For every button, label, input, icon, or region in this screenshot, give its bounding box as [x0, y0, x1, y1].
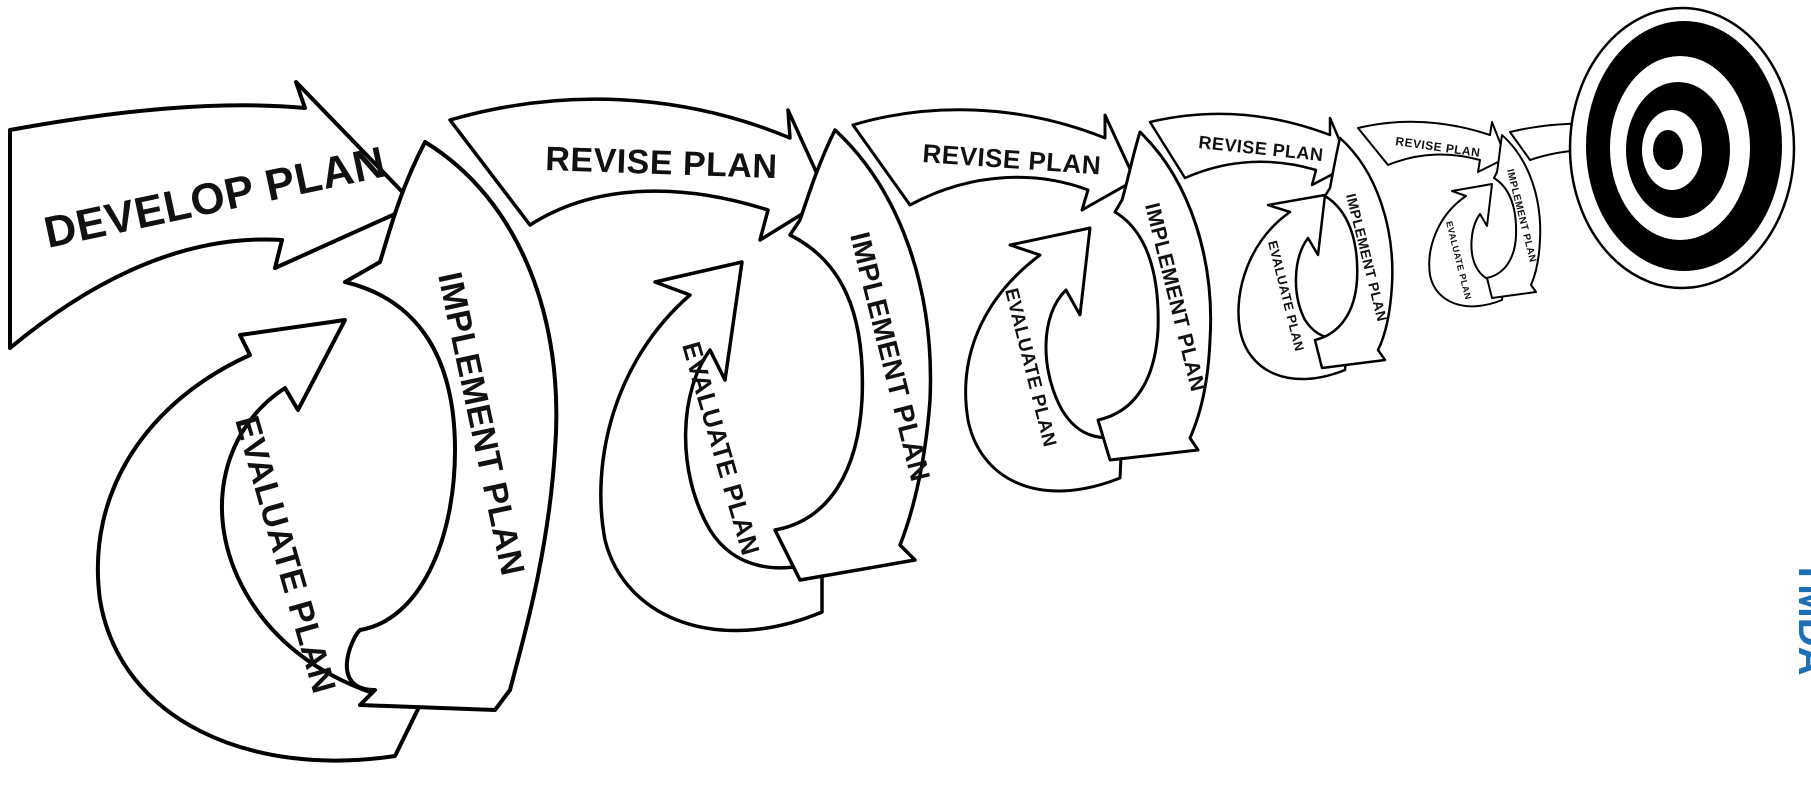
implement-plan-arrow-1 — [343, 140, 559, 712]
evaluate-plan-arrow-4 — [1237, 193, 1350, 381]
evaluate-plan-arrow-2 — [599, 260, 824, 633]
implement-plan-arrow-5 — [1486, 134, 1542, 299]
edge-watermark-label: TMDA — [1797, 560, 1811, 676]
revise-plan-arrow-1 — [448, 97, 830, 242]
implement-plan-arrow-3 — [1096, 130, 1213, 462]
revise-plan-arrow-4 — [1357, 120, 1507, 173]
edge-watermark-text: TMDA — [1797, 560, 1811, 808]
cycle-5: REVISE PLAN EVALUATE PLAN IMPLEMENT PLAN — [1357, 120, 1542, 308]
revise-plan-arrow-2 — [851, 108, 1137, 212]
cycle-3: REVISE PLAN EVALUATE PLAN IMPLEMENT PLAN — [851, 108, 1213, 493]
develop-plan-arrow — [8, 80, 417, 350]
revise-plan-label-1: REVISE PLAN — [545, 140, 778, 186]
evaluate-plan-arrow-1 — [95, 318, 422, 763]
evaluate-plan-arrow-3 — [964, 226, 1124, 493]
implement-plan-arrow-2 — [773, 128, 933, 582]
implement-plan-arrow-4 — [1313, 136, 1394, 370]
target-bullseye — [1568, 6, 1796, 290]
evaluate-plan-arrow-5 — [1428, 183, 1505, 308]
cycle-1: DEVELOP PLAN EVALUATE PLAN IMPLEMENT PLA… — [8, 80, 559, 763]
